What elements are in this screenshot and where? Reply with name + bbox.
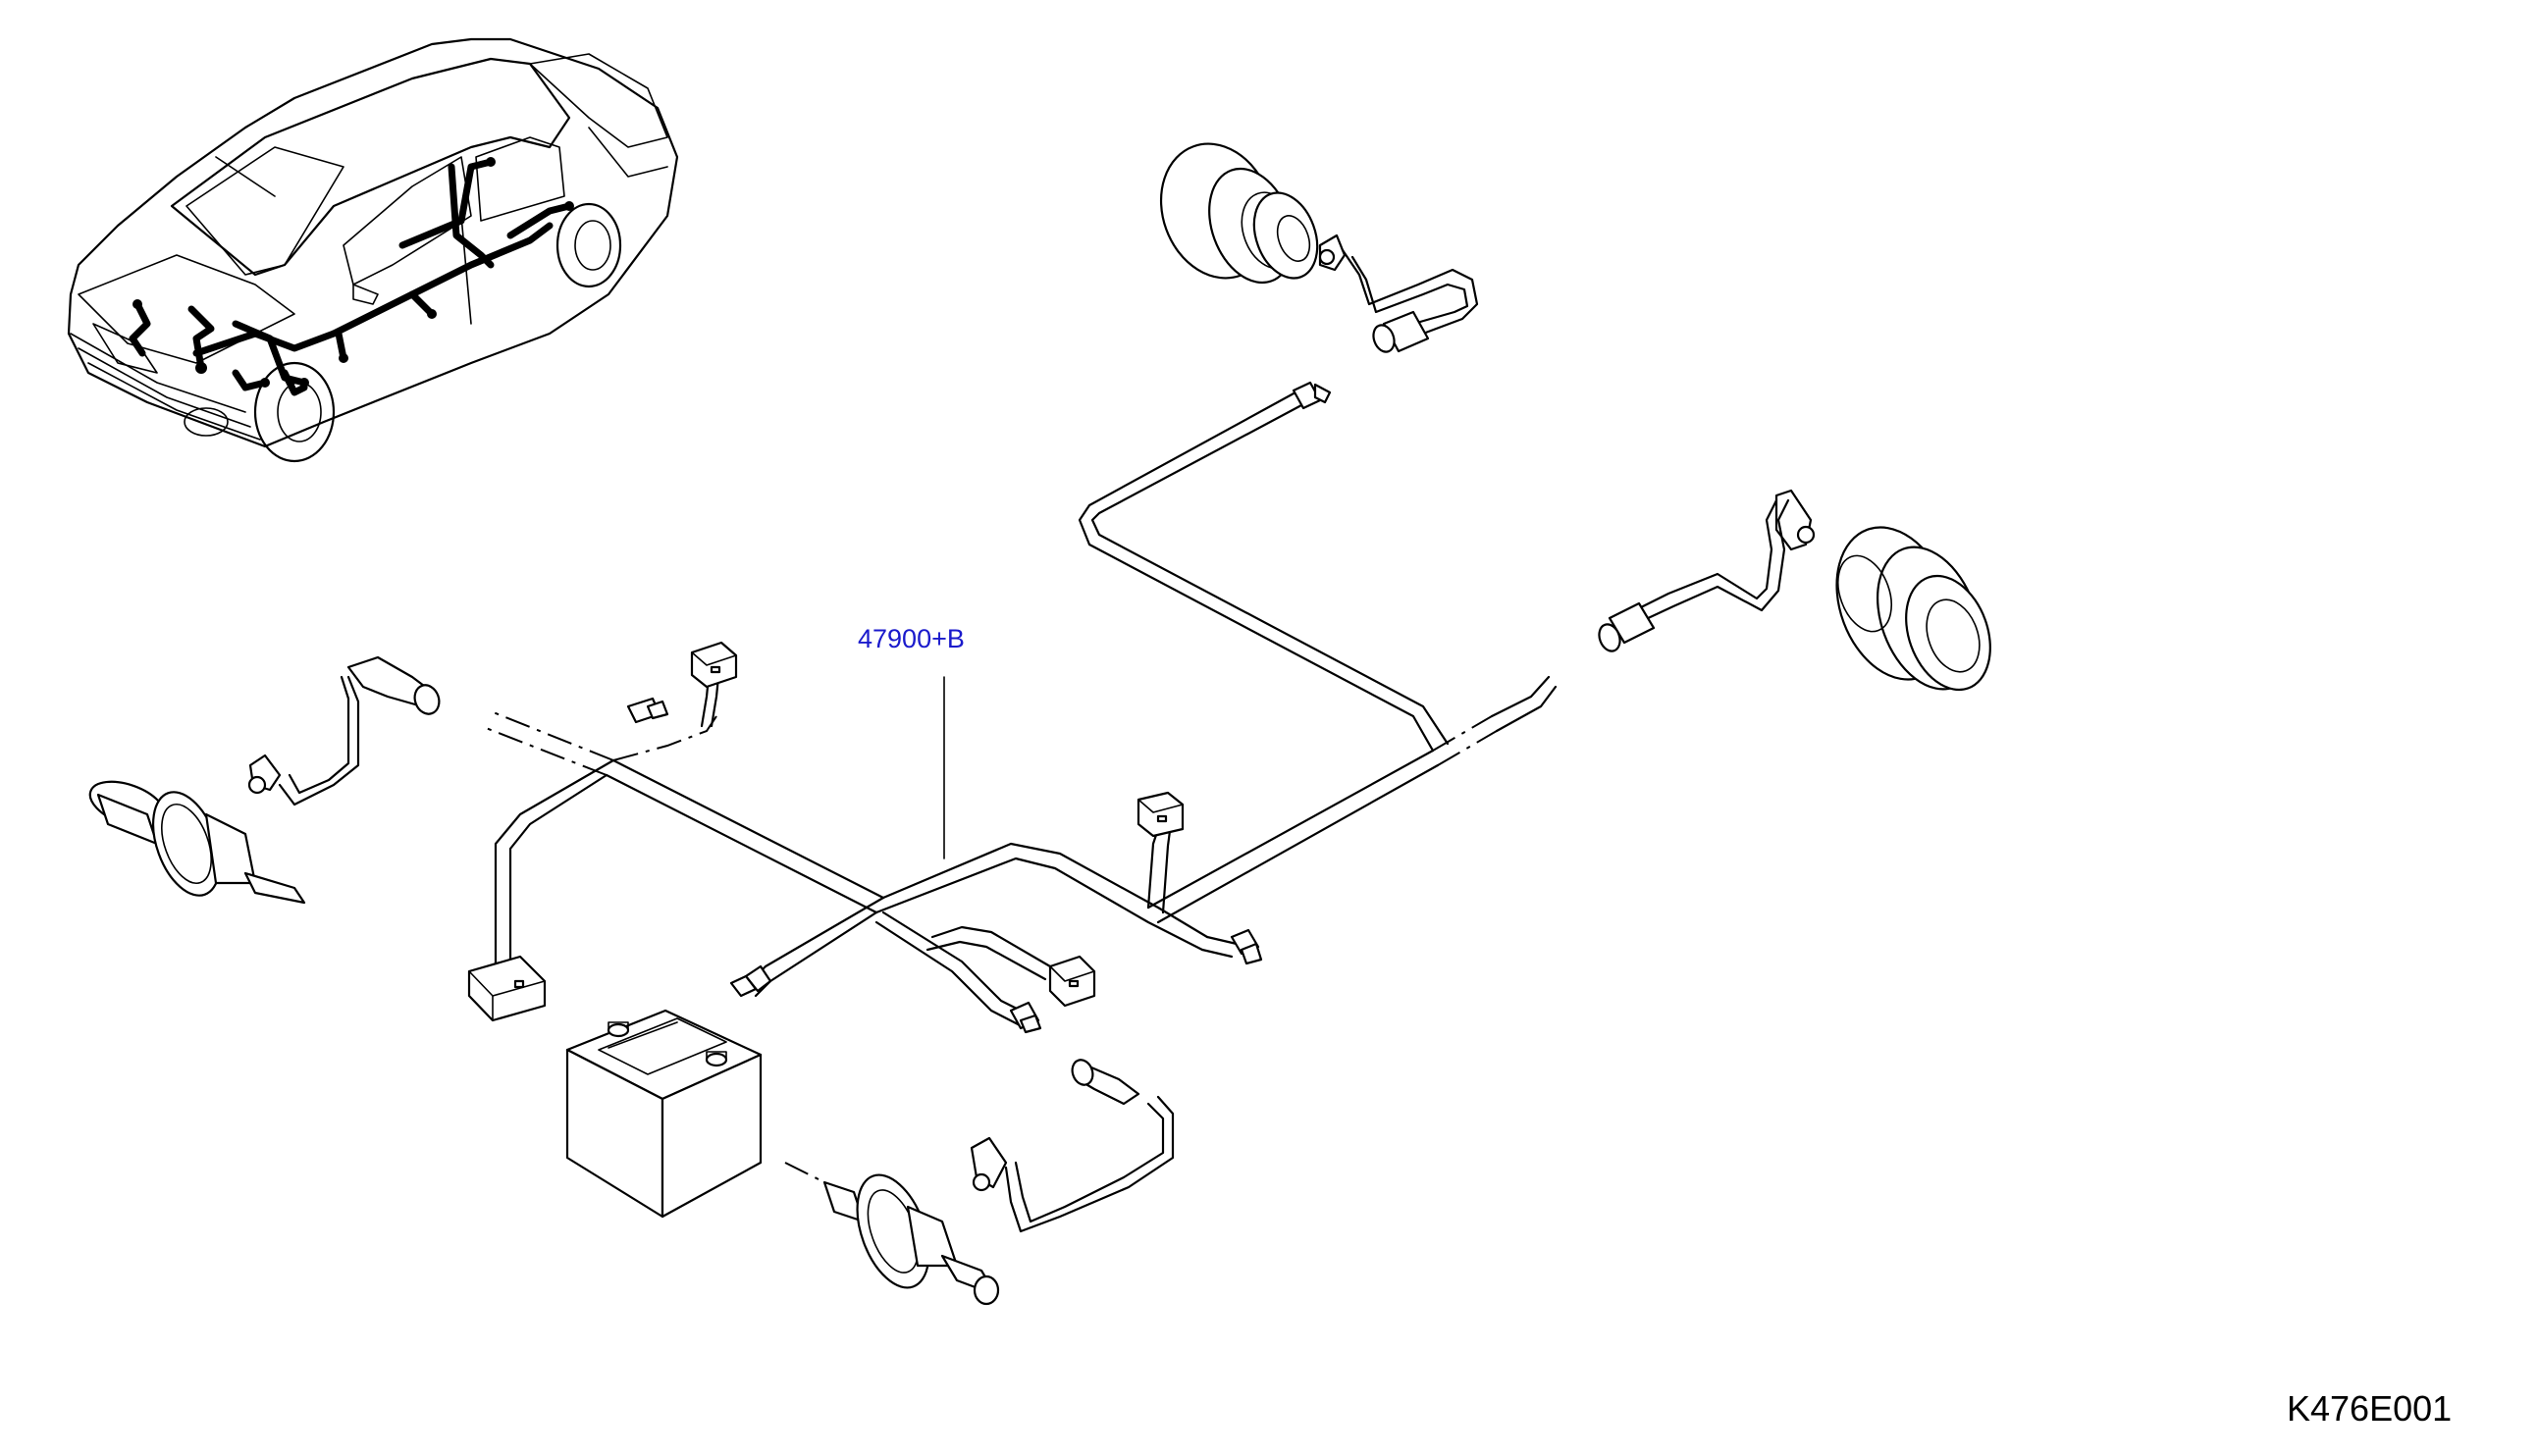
connector-top-left: [690, 641, 738, 689]
plug-terminal-right: [1230, 928, 1263, 965]
wheel-sensor-rear-left: [1159, 142, 1479, 353]
main-wiring-harness: [480, 381, 1558, 1030]
battery-illustration: [565, 1009, 763, 1219]
wheel-sensor-front-right: [784, 1059, 1175, 1306]
plug-terminal-top: [626, 697, 669, 724]
connector-center: [1137, 791, 1185, 838]
figure-code: K476E001: [2287, 1388, 2452, 1429]
harness-connector-upper: [1292, 381, 1332, 410]
plug-terminal-left: [729, 964, 772, 998]
part-number-callout: 47900+B: [858, 624, 965, 653]
vehicle-locator-illustration: [67, 37, 679, 463]
connector-left-lower: [467, 955, 547, 1022]
wheel-sensor-rear-right: [1598, 489, 1991, 692]
plug-terminal-mid: [1009, 1001, 1042, 1034]
wheel-sensor-front-left: [88, 655, 441, 905]
connector-right-mid: [1048, 955, 1096, 1008]
